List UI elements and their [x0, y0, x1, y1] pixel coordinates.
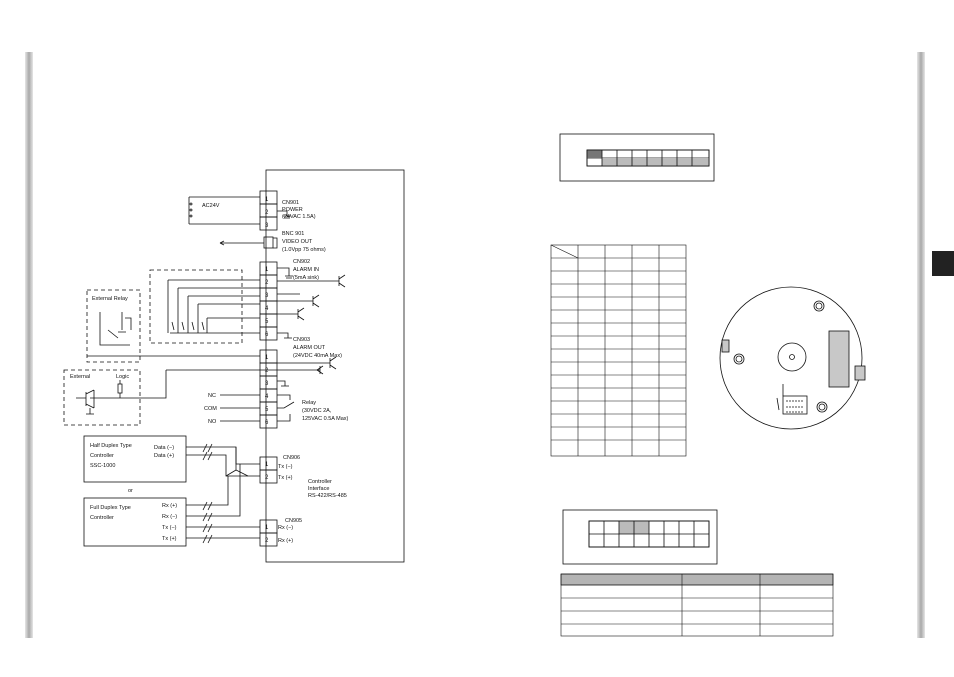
half-duplex-line3: SSC-1000 [90, 463, 115, 469]
cn903-pin-3: 3 [265, 381, 269, 387]
cn903-connector: 1 2 3 4 5 6 [259, 349, 278, 429]
external-relay-label: External Relay [92, 296, 128, 302]
controller-interface-line1: Controller [308, 479, 332, 485]
external-label: External [70, 374, 90, 380]
cn905-pin-2: 2 [265, 538, 269, 544]
cn902-pin-4: 4 [265, 306, 269, 312]
section-tab [932, 251, 954, 276]
half-duplex-line2: Controller [90, 453, 114, 459]
com-label: COM [204, 406, 217, 412]
left-edge-bar [25, 52, 33, 638]
tx-neg-label: Tx (−) [162, 525, 177, 531]
cn903-line2: (24VDC 40mA Max) [293, 353, 342, 359]
camera-board [719, 286, 866, 430]
cn902-title: CN902 [293, 259, 310, 265]
or-label: or [128, 488, 133, 494]
full-duplex-line2: Controller [90, 515, 114, 521]
cn905-rx-neg: Rx (−) [278, 525, 293, 531]
relay-label-1: Relay [302, 400, 316, 406]
cn901-line1: POWER [282, 207, 303, 213]
external-logic-box [63, 369, 141, 426]
full-duplex-line1: Full Duplex Type [90, 505, 131, 511]
board-outline [265, 169, 405, 563]
bnc-line2: (1.0Vpp 75 ohms) [282, 247, 326, 253]
full-duplex-controller [83, 497, 187, 547]
cn902-connector: 1 2 3 4 5 6 [259, 261, 278, 341]
cn901-pin-3: 3 [265, 223, 269, 229]
cn905-title: CN905 [285, 518, 302, 524]
cn902-line1: ALARM IN [293, 267, 319, 273]
bnc-title: BNC 901 [282, 231, 304, 237]
half-duplex-controller [83, 435, 187, 483]
nc-label: NC [208, 393, 216, 399]
controller-interface-line3: RS-422/RS-485 [308, 493, 347, 499]
cn901-connector: 1 2 3 [259, 190, 278, 231]
cn906-title: CN906 [283, 455, 300, 461]
cn903-pin-2: 2 [265, 368, 269, 374]
ac24v-label: AC24V [202, 203, 220, 209]
bnc-line1: VIDEO OUT [282, 239, 313, 245]
settings-grid [550, 244, 687, 457]
cn905-connector: 1 2 [259, 519, 278, 547]
right-edge-bar [917, 52, 925, 638]
relay-label-3: 125VAC 0.5A Max) [302, 416, 349, 422]
dip-switch-bottom [562, 509, 718, 565]
cn903-title: CN903 [293, 337, 310, 343]
data-pos-label: Data (+) [154, 453, 174, 459]
logic-label: Logic [116, 374, 129, 380]
no-label: NO [208, 419, 217, 425]
cn906-connector: 1 2 [259, 456, 278, 484]
bottom-table [560, 573, 834, 637]
alarm-switch-box [149, 269, 243, 344]
cn901-pin-1: 1 [265, 197, 269, 203]
rx-pos-label: Rx (+) [162, 503, 177, 509]
bnc-connector [263, 236, 274, 249]
half-duplex-line1: Half Duplex Type [90, 443, 132, 449]
cn906-tx-pos: Tx (+) [278, 475, 293, 481]
cn903-pin-5: 5 [265, 407, 269, 413]
external-relay-box [86, 289, 141, 363]
relay-label-2: (30VDC 2A, [302, 408, 332, 414]
cn903-pin-1: 1 [265, 355, 269, 361]
cn902-pin-3: 3 [265, 293, 269, 299]
controller-interface-line2: Interface [308, 486, 329, 492]
cn902-pin-1: 1 [265, 267, 269, 273]
cn901-title: CN901 [282, 200, 299, 206]
rx-neg-label: Rx (−) [162, 514, 177, 520]
tx-pos-label: Tx (+) [162, 536, 177, 542]
cn902-pin-2: 2 [265, 280, 269, 286]
cn902-line2: (5mA sink) [293, 275, 319, 281]
cn902-pin-6: 6 [265, 332, 269, 338]
cn906-tx-neg: Tx (−) [278, 464, 293, 470]
data-neg-label: Data (−) [154, 445, 174, 451]
cn903-pin-6: 6 [265, 420, 269, 426]
cn903-line1: ALARM OUT [293, 345, 326, 351]
cn903-pin-4: 4 [265, 394, 269, 400]
cn905-rx-pos: Rx (+) [278, 538, 293, 544]
cn902-pin-5: 5 [265, 319, 269, 325]
dip-switch-top [559, 133, 715, 182]
cn901-line2: (24VAC 1.5A) [282, 214, 316, 220]
cn906-pin-1: 1 [265, 462, 269, 468]
cn905-pin-1: 1 [265, 525, 269, 531]
cn901-pin-2: 2 [265, 210, 269, 216]
cn906-pin-2: 2 [265, 475, 269, 481]
